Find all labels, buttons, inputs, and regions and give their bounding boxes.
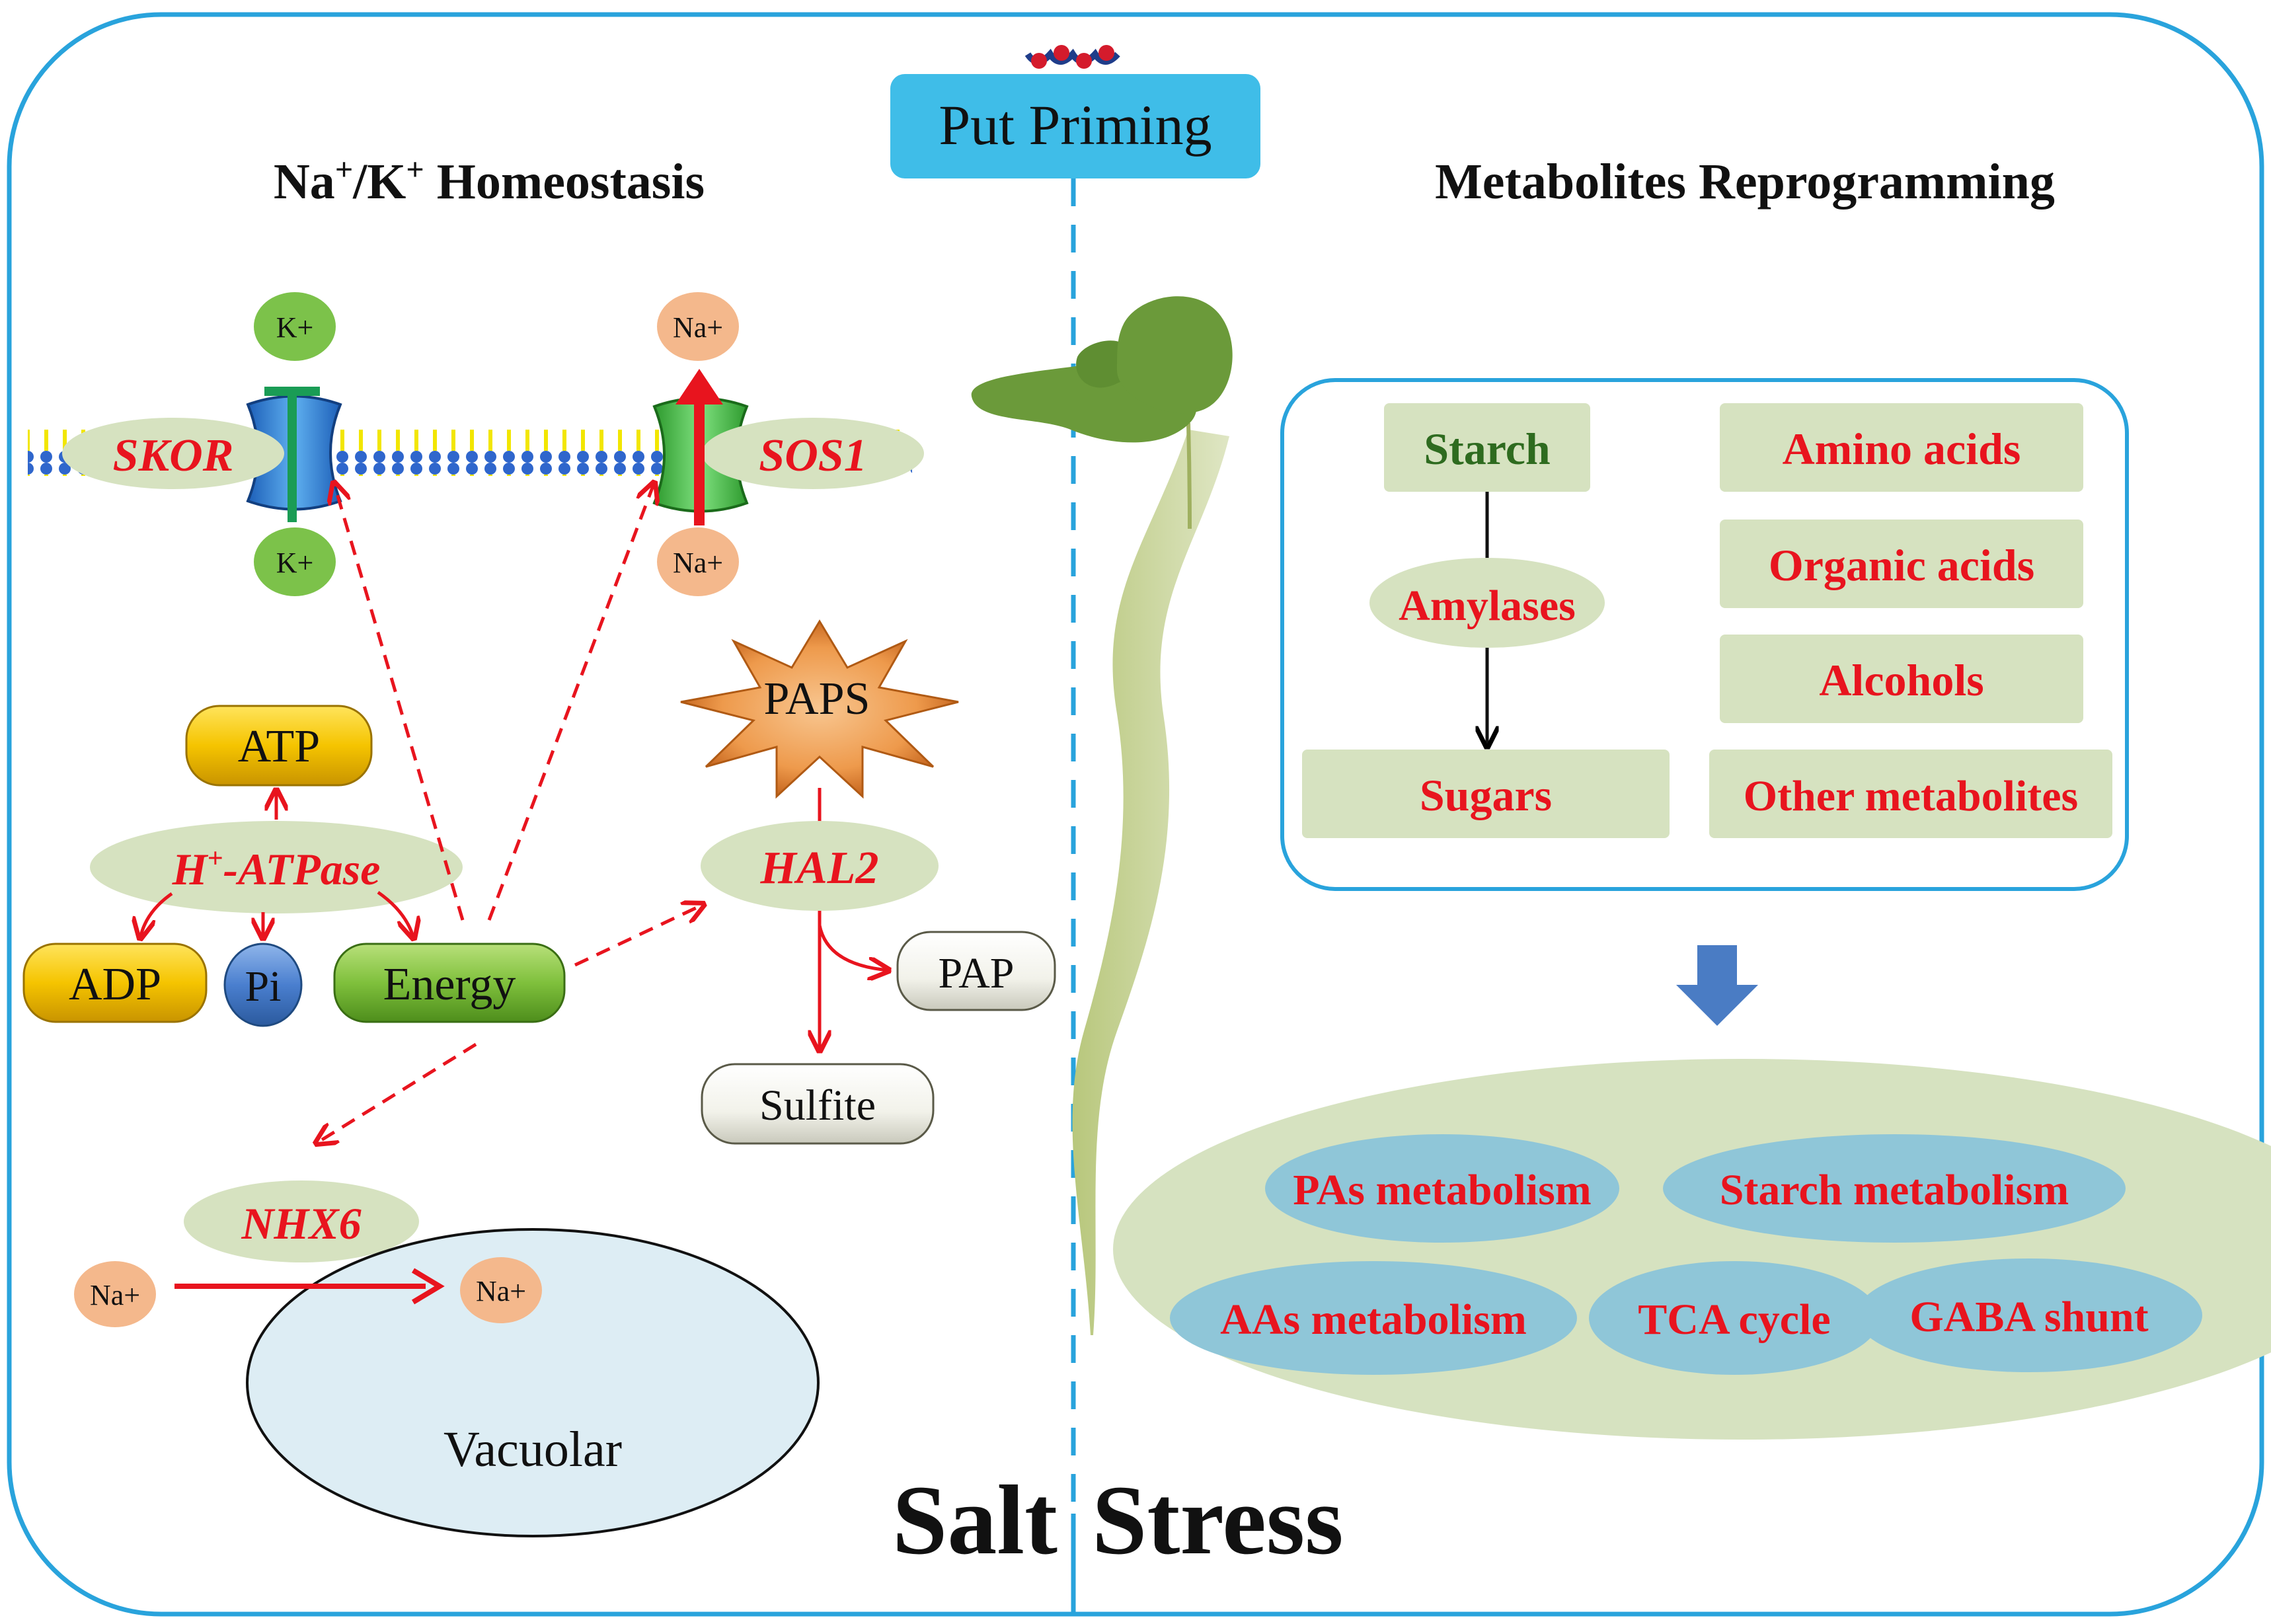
starch-metabolism-label: Starch metabolism bbox=[1720, 1166, 2069, 1214]
na-ion-bottom-label: Na+ bbox=[673, 547, 723, 579]
k-ion-bottom-label: K+ bbox=[276, 547, 314, 579]
alcohols-box bbox=[1720, 635, 2083, 723]
putrescine-molecules-icon bbox=[1024, 45, 1120, 69]
h-atpase-label: H+-ATPase bbox=[172, 843, 381, 894]
na-ion-cytosol-label: Na+ bbox=[90, 1279, 140, 1311]
atp-label: ATP bbox=[238, 721, 320, 772]
adp-label: ADP bbox=[69, 959, 161, 1010]
aas-metabolism-label: AAs metabolism bbox=[1220, 1295, 1527, 1344]
adp-pill bbox=[22, 943, 208, 1023]
pi-label: Pi bbox=[245, 962, 281, 1011]
na-ion-vacuole-label: Na+ bbox=[476, 1275, 526, 1307]
starch-label: Starch bbox=[1424, 424, 1550, 474]
tca-cycle-bg bbox=[1589, 1261, 1880, 1375]
alcohols-label: Alcohols bbox=[1819, 655, 1983, 705]
sos1-label-bg bbox=[702, 418, 924, 489]
sulfite-label: Sulfite bbox=[759, 1081, 876, 1130]
other-metabolites-label: Other metabolites bbox=[1744, 772, 2079, 820]
energy-pill bbox=[333, 943, 566, 1023]
pas-metabolism-label: PAs metabolism bbox=[1293, 1166, 1592, 1214]
put-priming-box bbox=[890, 74, 1260, 178]
pas-metabolism-bg bbox=[1265, 1134, 1619, 1243]
pi-bead bbox=[223, 943, 303, 1027]
energy-label: Energy bbox=[383, 959, 516, 1010]
skor-label-bg bbox=[62, 418, 284, 489]
organic-acids-box bbox=[1720, 520, 2083, 608]
vacuole-label: Vacuolar bbox=[443, 1422, 622, 1477]
energy-to-skor-arrow bbox=[334, 483, 465, 921]
organic-acids-label: Organic acids bbox=[1769, 540, 2034, 590]
amylases-label: Amylases bbox=[1399, 582, 1576, 630]
nhx6-bg bbox=[184, 1180, 419, 1262]
tca-cycle-label: TCA cycle bbox=[1638, 1295, 1830, 1344]
atpase-to-adp-arrow bbox=[140, 892, 173, 939]
energy-to-sos1-arrow bbox=[487, 483, 654, 921]
sugars-label: Sugars bbox=[1420, 770, 1552, 820]
energy-to-nhx6-arrow bbox=[316, 1042, 477, 1143]
paps-star-icon bbox=[680, 619, 959, 799]
salt-label: Salt bbox=[892, 1465, 1058, 1575]
amino-acids-box bbox=[1720, 403, 2083, 492]
nhx6-label: NHX6 bbox=[241, 1198, 361, 1249]
starch-metabolism-bg bbox=[1663, 1134, 2126, 1243]
amino-acids-label: Amino acids bbox=[1783, 424, 2021, 474]
na-ion-top-label: Na+ bbox=[673, 311, 723, 344]
left-section-title: Na+/K+ Homeostasis bbox=[274, 152, 705, 210]
gaba-shunt-label: GABA shunt bbox=[1909, 1293, 2148, 1341]
atp-pill bbox=[185, 705, 373, 787]
right-section-title: Metabolites Reprogramming bbox=[1435, 154, 2055, 210]
atpase-to-energy-arrow bbox=[377, 890, 414, 939]
hal2-bg bbox=[701, 821, 939, 911]
h-atpase-bg bbox=[90, 821, 463, 913]
put-priming-label: Put Priming bbox=[939, 93, 1212, 157]
na-ion-extracellular bbox=[657, 292, 739, 361]
na-ion-cytosol bbox=[74, 1261, 156, 1327]
amylases-bg bbox=[1369, 558, 1605, 648]
k-ion-top-label: K+ bbox=[276, 311, 314, 344]
na-ion-intracellular bbox=[657, 527, 739, 596]
k-ion-extracellular bbox=[254, 292, 336, 361]
hal2-to-pap-arrow bbox=[818, 925, 889, 970]
sulfite-pill bbox=[701, 1063, 935, 1145]
other-metabolites-box bbox=[1709, 750, 2112, 838]
hal2-label: HAL2 bbox=[760, 843, 879, 894]
starch-box bbox=[1384, 403, 1590, 492]
paps-label: PAPS bbox=[764, 674, 870, 724]
pap-label: PAP bbox=[938, 949, 1014, 997]
gaba-shunt-bg bbox=[1856, 1258, 2202, 1372]
reprogramming-down-arrow-icon bbox=[1676, 945, 1758, 1026]
skor-label: SKOR bbox=[113, 430, 234, 481]
vacuole bbox=[246, 1228, 820, 1537]
sugars-box bbox=[1302, 750, 1670, 838]
stress-label: Stress bbox=[1092, 1465, 1344, 1575]
aas-metabolism-bg bbox=[1170, 1261, 1577, 1375]
k-ion-intracellular bbox=[254, 527, 336, 596]
pap-pill bbox=[896, 931, 1056, 1011]
na-ion-vacuole bbox=[460, 1257, 542, 1323]
seedling-icon bbox=[971, 296, 1233, 1335]
sos1-label: SOS1 bbox=[759, 430, 866, 481]
